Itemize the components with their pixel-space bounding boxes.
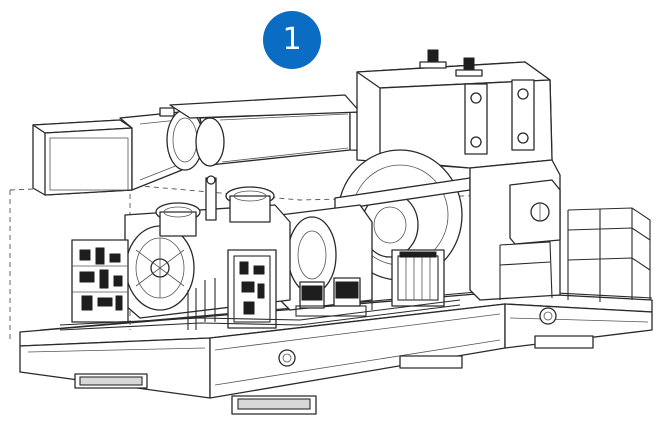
skid-feet	[74, 335, 594, 415]
inlet-flanges	[155, 175, 275, 237]
handrail	[499, 207, 651, 302]
instrument-rack-left	[71, 239, 129, 323]
right-cabinet	[469, 159, 561, 301]
base-skid-frame	[19, 289, 653, 399]
deck-piping	[59, 270, 461, 331]
air-intake-duct	[32, 107, 213, 196]
head-unit	[356, 49, 553, 169]
lifting-lugs	[278, 307, 557, 367]
cooler-unit	[391, 249, 445, 307]
callout-badge: 1	[263, 11, 321, 69]
instrument-frame-center	[204, 249, 277, 329]
pump-motors	[295, 277, 367, 317]
